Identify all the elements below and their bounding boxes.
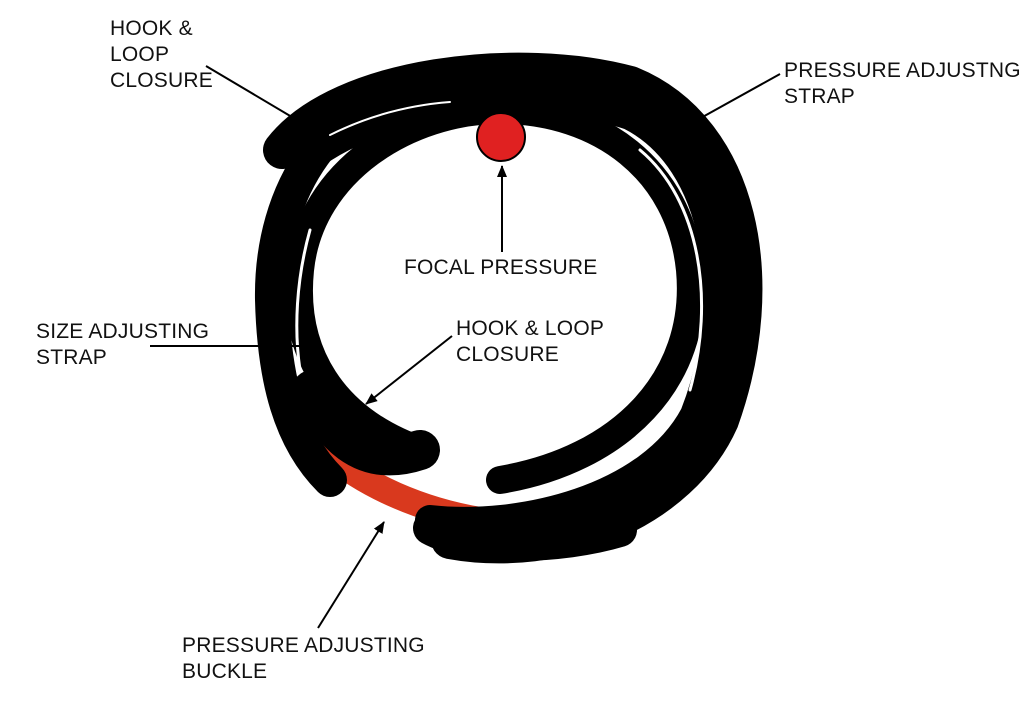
label-line: PRESSURE ADJUSTNG [784, 59, 1021, 82]
buckle-strap-end [413, 511, 637, 561]
label-line: HOOK & [110, 17, 193, 40]
label-line: CLOSURE [110, 69, 213, 92]
label-size-adjusting-strap: SIZE ADJUSTING STRAP [36, 319, 209, 371]
strap-separator-line [638, 148, 704, 392]
label-line: STRAP [784, 85, 856, 108]
label-line: CLOSURE [456, 343, 559, 366]
arrow-pressure-strap [689, 73, 781, 125]
label-focal-pressure: FOCAL PRESSURE [404, 255, 597, 281]
label-line: BUCKLE [182, 660, 268, 683]
strap-separator-line [295, 228, 312, 372]
label-hook-loop-closure-inner: HOOK & LOOP CLOSURE [456, 316, 604, 368]
focal-pressure-dot [476, 112, 526, 162]
label-line: PRESSURE ADJUSTING [182, 634, 425, 657]
label-pressure-adjusting-buckle: PRESSURE ADJUSTING BUCKLE [182, 633, 425, 685]
arrow-hook-loop-inner [365, 335, 453, 405]
label-line: HOOK & LOOP [456, 317, 605, 340]
hook-loop-closure-lower [292, 370, 440, 476]
strap-separator-line [329, 101, 451, 136]
size-adjusting-strap [254, 63, 457, 497]
inner-strap-ring [285, 95, 705, 494]
label-hook-loop-closure-top: HOOK & LOOP CLOSURE [110, 16, 213, 94]
label-pressure-adjusting-strap: PRESSURE ADJUSTNG STRAP [784, 58, 1021, 110]
label-line: LOOP [110, 43, 170, 66]
label-line: SIZE ADJUSTING [36, 320, 210, 343]
arrow-buckle [317, 521, 385, 629]
label-line: FOCAL PRESSURE [404, 256, 598, 279]
arrow-hook-loop-top [205, 65, 303, 124]
label-line: STRAP [36, 346, 108, 369]
